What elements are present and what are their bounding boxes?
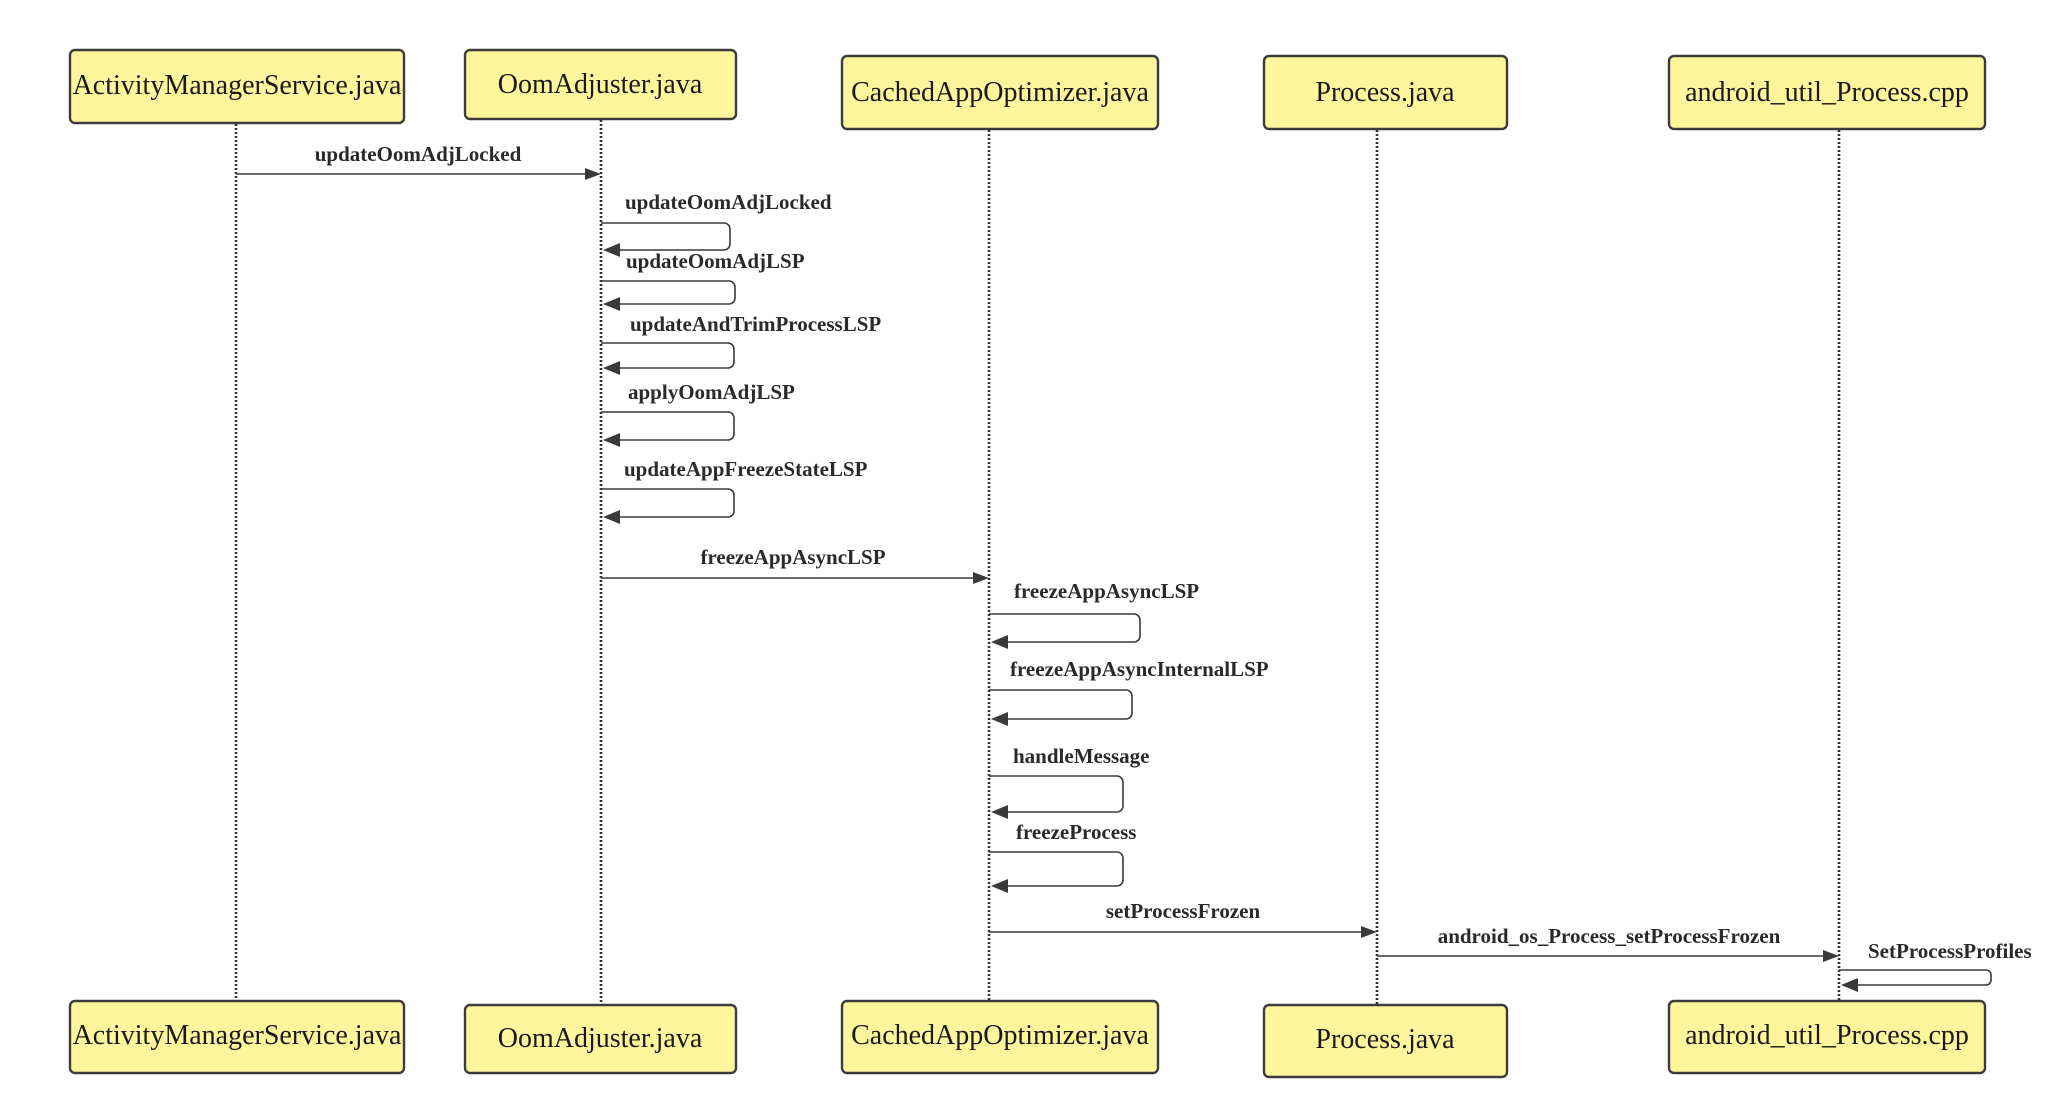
message-update-oom-adj-lsp-self: updateOomAdjLSP <box>601 249 805 311</box>
participant-header-process-java: Process.java <box>1262 54 1509 131</box>
message-label: android_os_Process_setProcessFrozen <box>1438 924 1781 948</box>
message-handle-message-self: handleMessage <box>989 744 1150 819</box>
participant-label: Process.java <box>1315 77 1455 108</box>
message-label: freezeAppAsyncLSP <box>700 545 885 569</box>
participant-box <box>840 999 1160 1075</box>
message-label: freezeAppAsyncLSP <box>1014 579 1199 603</box>
self-loop <box>601 488 735 518</box>
message-label: applyOomAdjLSP <box>628 380 795 404</box>
participant-box <box>1262 1003 1509 1079</box>
arrowhead <box>991 635 1008 649</box>
arrowhead <box>603 433 620 447</box>
self-loop <box>601 411 735 441</box>
participant-header-android-util-process: android_util_Process.cpp <box>1667 54 1987 131</box>
participant-box <box>68 48 406 125</box>
participant-footer-cachedappoptimizer: CachedAppOptimizer.java <box>840 999 1160 1075</box>
message-label: handleMessage <box>1013 744 1150 768</box>
arrowhead <box>1823 950 1839 962</box>
participant-label: android_util_Process.cpp <box>1685 1020 1969 1051</box>
participant-label: OomAdjuster.java <box>498 1023 703 1054</box>
arrowhead <box>1361 926 1377 938</box>
participant-box <box>463 1003 738 1075</box>
message-freeze-app-async-lsp-call: freezeAppAsyncLSP <box>601 545 989 584</box>
message-freeze-app-async-internal-lsp-self: freezeAppAsyncInternalLSP <box>989 657 1269 726</box>
lifelines <box>234 120 1841 1006</box>
message-label: updateOomAdjLocked <box>315 142 522 166</box>
arrowhead <box>991 712 1008 726</box>
message-label: setProcessFrozen <box>1106 899 1261 923</box>
participant-label: android_util_Process.cpp <box>1685 77 1969 108</box>
message-apply-oom-adj-lsp-self: applyOomAdjLSP <box>601 380 795 447</box>
arrowhead <box>603 510 620 524</box>
message-set-process-profiles-self: SetProcessProfiles <box>1839 939 2032 992</box>
message-update-oom-adj-locked-call: updateOomAdjLocked <box>236 142 601 180</box>
participant-header-cachedappoptimizer: CachedAppOptimizer.java <box>840 54 1160 131</box>
participant-label: ActivityManagerService.java <box>73 70 402 101</box>
arrowhead <box>603 361 620 375</box>
arrowhead <box>1841 978 1858 992</box>
self-loop <box>601 342 735 369</box>
message-label: updateOomAdjLSP <box>626 249 805 273</box>
participant-box <box>1667 54 1987 131</box>
participant-footer-activitymanagerservice: ActivityManagerService.java <box>68 999 406 1075</box>
message-update-app-freeze-state-lsp-self: updateAppFreezeStateLSP <box>601 457 868 524</box>
message-label: SetProcessProfiles <box>1868 939 2032 963</box>
message-android-os-process-set-process-frozen-call: android_os_Process_setProcessFrozen <box>1377 924 1839 962</box>
arrowhead <box>973 572 989 584</box>
arrowhead <box>603 297 620 311</box>
participant-footer-oomadjuster: OomAdjuster.java <box>463 1003 738 1075</box>
self-loop <box>989 775 1124 813</box>
participant-footer-android-util-process: android_util_Process.cpp <box>1667 999 1987 1075</box>
arrowhead <box>603 243 620 257</box>
arrowhead <box>991 879 1008 893</box>
message-label: updateAndTrimProcessLSP <box>630 312 881 336</box>
participant-box <box>840 54 1160 131</box>
message-label: freezeProcess <box>1016 820 1136 844</box>
message-label: updateAppFreezeStateLSP <box>624 457 868 481</box>
self-loop <box>989 689 1133 720</box>
participant-label: CachedAppOptimizer.java <box>851 1020 1149 1051</box>
participant-box <box>1667 999 1987 1075</box>
self-loop <box>989 851 1124 887</box>
participant-label: OomAdjuster.java <box>498 69 703 100</box>
message-label: freezeAppAsyncInternalLSP <box>1010 657 1269 681</box>
participant-label: Process.java <box>1315 1024 1455 1055</box>
self-loop <box>989 613 1141 643</box>
self-loop <box>1839 969 1992 986</box>
message-set-process-frozen-call: setProcessFrozen <box>989 899 1377 938</box>
self-loop <box>601 222 731 251</box>
participant-header-oomadjuster: OomAdjuster.java <box>463 48 738 121</box>
message-freeze-app-async-lsp-self: freezeAppAsyncLSP <box>989 579 1199 649</box>
arrowhead <box>585 168 601 180</box>
self-loop <box>601 280 736 305</box>
participant-label: CachedAppOptimizer.java <box>851 77 1149 108</box>
participant-box <box>463 48 738 121</box>
participant-header-activitymanagerservice: ActivityManagerService.java <box>68 48 406 125</box>
participant-box <box>68 999 406 1075</box>
message-label: updateOomAdjLocked <box>625 190 832 214</box>
message-update-and-trim-process-lsp-self: updateAndTrimProcessLSP <box>601 312 881 375</box>
message-update-oom-adj-locked-self: updateOomAdjLocked <box>601 190 832 257</box>
message-freeze-process-self: freezeProcess <box>989 820 1136 893</box>
participant-box <box>1262 54 1509 131</box>
participant-footer-process-java: Process.java <box>1262 1003 1509 1079</box>
arrowhead <box>991 805 1008 819</box>
participant-label: ActivityManagerService.java <box>73 1020 402 1051</box>
